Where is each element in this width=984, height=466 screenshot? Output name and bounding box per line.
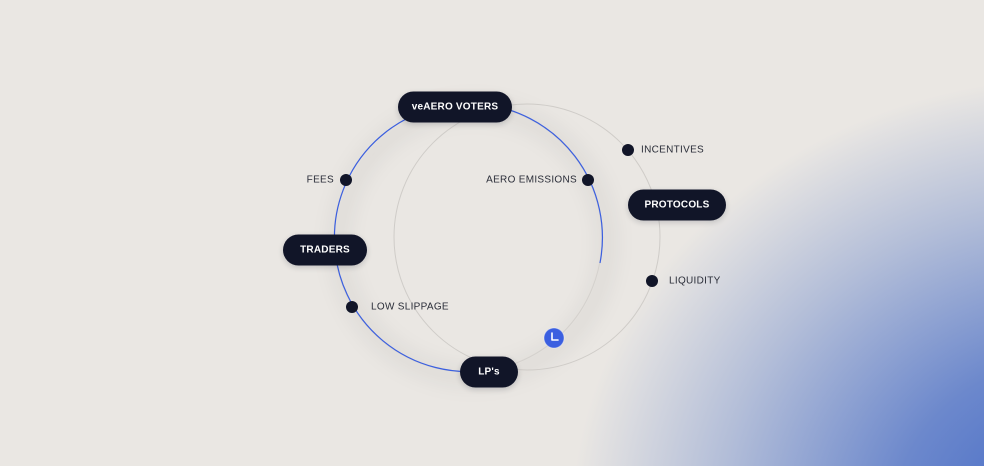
outer-ring <box>393 103 661 371</box>
liquidity-dot <box>646 275 658 287</box>
node-traders: TRADERS <box>283 234 367 266</box>
progress-arc <box>333 103 603 373</box>
incentives-dot <box>622 144 634 156</box>
label-low-slippage: LOW SLIPPAGE <box>371 301 449 313</box>
aero-emissions-dot <box>582 174 594 186</box>
fees-dot <box>340 174 352 186</box>
clock-icon <box>543 327 565 349</box>
label-liquidity: LIQUIDITY <box>669 275 721 287</box>
label-fees: FEES <box>306 174 334 186</box>
label-aero-emissions: AERO EMISSIONS <box>486 174 577 186</box>
low-slippage-dot <box>346 301 358 313</box>
label-incentives: INCENTIVES <box>641 144 705 156</box>
node-lps: LP's <box>460 356 518 388</box>
node-veaero-voters: veAERO VOTERS <box>398 91 512 123</box>
node-protocols: PROTOCOLS <box>628 189 726 221</box>
